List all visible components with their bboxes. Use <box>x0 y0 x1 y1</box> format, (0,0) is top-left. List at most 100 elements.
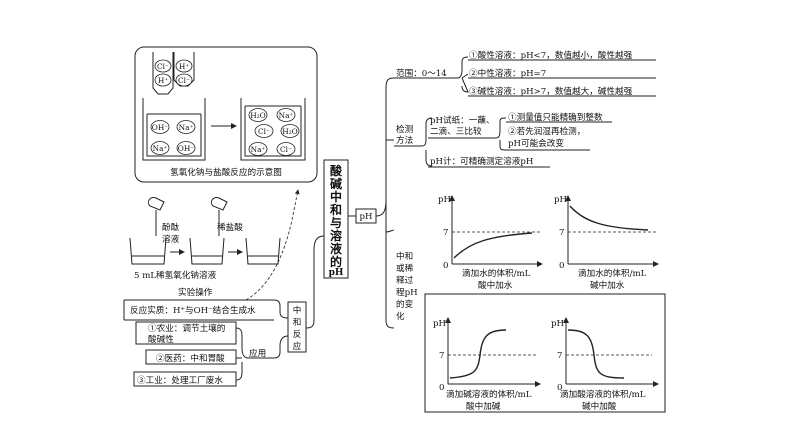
tick-7: 7 <box>439 351 444 361</box>
x-label: 滴加酸溶液的体积/mL <box>560 388 646 400</box>
detect-label: 方法 <box>396 134 414 146</box>
phenol-label: 溶液 <box>162 233 180 245</box>
caption: 酸中加碱 <box>466 400 501 412</box>
solution-label: 5 mL稀氢氧化钠溶液 <box>134 269 217 281</box>
range-item: ③碱性溶液：pH>7，数值越大，碱性越强 <box>469 85 633 97</box>
process-label-line: 或稀 <box>396 262 414 274</box>
process-label-line: 释过 <box>396 274 414 286</box>
app-item: 酸碱性 <box>148 333 174 345</box>
detect-paper: pH试纸：一蘸、 <box>430 114 495 126</box>
neutral-label-box <box>287 301 307 353</box>
detect-paper-item: pH可能会改变 <box>508 137 564 149</box>
app-item: ③工业：处理工厂废水 <box>137 374 223 386</box>
center-title-char: 碱 <box>330 176 342 191</box>
process-label-line: 中和 <box>396 250 413 262</box>
beaker-left-liquid <box>146 113 202 157</box>
center-title-char: 的 <box>330 254 342 269</box>
center-title-char: 酸 <box>330 163 343 178</box>
beaker-3 <box>245 237 281 265</box>
center-to-neutral <box>305 235 325 329</box>
beaker-right-liquid <box>244 105 302 157</box>
x-label: 滴加水的体积/mL <box>578 267 647 279</box>
ion: Cl⁻ <box>280 145 292 154</box>
apply-brace <box>235 327 249 381</box>
tick-7: 7 <box>443 228 448 238</box>
dropper <box>152 52 174 95</box>
center-title: 酸 碱 中 和 与 溶 液 的 pH <box>329 163 344 278</box>
brace-process <box>385 229 395 233</box>
essence-text: 反应实质：H⁺与OH⁻结合生成水 <box>130 304 256 316</box>
ion: H₂O <box>282 127 297 136</box>
tick-0: 0 <box>439 383 444 393</box>
detect-meter: pH计：可精确测定溶液pH <box>430 155 534 167</box>
detect-paper-item: ②若先润湿再检测， <box>508 125 585 137</box>
app-box <box>135 321 237 345</box>
ion: H⁺ <box>179 62 189 71</box>
graph-acid-base: pH 7 0 滴加碱溶液的体积/mL 酸中加碱 <box>433 317 541 412</box>
caption: 酸中加水 <box>478 279 513 291</box>
experiment-illustration: 酚酞 溶液 稀盐酸 5 mL稀氢氧化钠溶液 <box>129 197 281 281</box>
range-item: ①酸性溶液：pH<7，数值越小，酸性越强 <box>469 49 633 61</box>
operation-label: 实验操作 <box>178 286 213 298</box>
reaction-caption: 氢氧化钠与盐酸反应的示意图 <box>170 166 282 178</box>
reaction-box <box>134 46 318 183</box>
center-title-char: 与 <box>330 216 342 230</box>
hand-icon <box>210 197 228 211</box>
range-item: ②中性溶液：pH=7 <box>469 67 546 79</box>
detect-brace <box>421 117 433 167</box>
detect-paper-item: ①测量值只能精确到整数 <box>508 111 603 123</box>
detect-paper-brace <box>495 117 507 151</box>
tick-0: 0 <box>557 383 562 393</box>
detect-label: 检测 <box>396 123 413 135</box>
process-label-line: 程pH <box>396 287 418 298</box>
ion: Cl⁻ <box>258 127 270 136</box>
x-label: 滴加碱溶液的体积/mL <box>446 388 532 400</box>
ion: OH⁻ <box>178 144 195 153</box>
ph-curve <box>453 232 533 259</box>
dropper-ions: Cl⁻ H⁺ H⁺ Cl⁻ <box>154 59 193 87</box>
neutral-label-char: 中 <box>293 304 302 316</box>
x-label: 滴加水的体积/mL <box>462 267 531 279</box>
center-title-char: 溶 <box>330 228 342 243</box>
y-label: pH <box>433 319 447 329</box>
ion: OH⁻ <box>152 123 169 132</box>
beaker-left <box>142 98 206 161</box>
caption: 碱中加酸 <box>582 400 617 412</box>
ion: Na⁺ <box>279 111 294 120</box>
app-box <box>145 349 237 365</box>
phenol-label: 酚酞 <box>162 221 180 233</box>
neutral-brace <box>273 299 289 359</box>
ion: Cl⁻ <box>157 62 169 71</box>
ion: Na⁺ <box>153 144 168 153</box>
y-label: pH <box>554 195 568 205</box>
caption: 碱中加水 <box>590 279 625 291</box>
left-beaker-ions: OH⁻ Na⁺ Na⁺ OH⁻ <box>150 120 196 155</box>
essence-box <box>124 299 274 321</box>
ph-node: pH <box>360 212 374 222</box>
range-label: 范围：0～14 <box>396 67 447 79</box>
process-label: 中和 或稀 释过 程pH 的变 化 <box>396 250 418 322</box>
ion: H₂O <box>250 111 265 120</box>
y-label: pH <box>438 195 452 205</box>
ion: H⁺ <box>158 76 168 85</box>
process-label-line: 的变 <box>396 298 414 310</box>
center-title-char: pH <box>329 268 344 278</box>
neutral-label-char: 和 <box>293 317 302 328</box>
neutral-label-char: 应 <box>293 340 302 352</box>
app-box <box>133 371 237 387</box>
acid-label: 稀盐酸 <box>217 221 243 233</box>
ion: Na⁺ <box>251 145 266 154</box>
graph-acid-water: pH 7 0 滴加水的体积/mL 酸中加水 <box>438 195 543 291</box>
center-title-char: 和 <box>329 202 342 217</box>
brace-bottom <box>385 200 395 329</box>
tick-7: 7 <box>559 228 564 238</box>
graph-base-water: pH 7 0 滴加水的体积/mL 碱中加水 <box>554 195 659 291</box>
center-title-char: 中 <box>330 189 342 204</box>
detect-paper: 二滴、三比较 <box>430 125 482 137</box>
hand-icon <box>147 197 165 211</box>
tick-7: 7 <box>557 351 562 361</box>
tick-0: 0 <box>443 261 448 271</box>
neutral-label-char: 反 <box>293 329 302 340</box>
app-item: ①农业：调节土壤的 <box>148 322 225 334</box>
